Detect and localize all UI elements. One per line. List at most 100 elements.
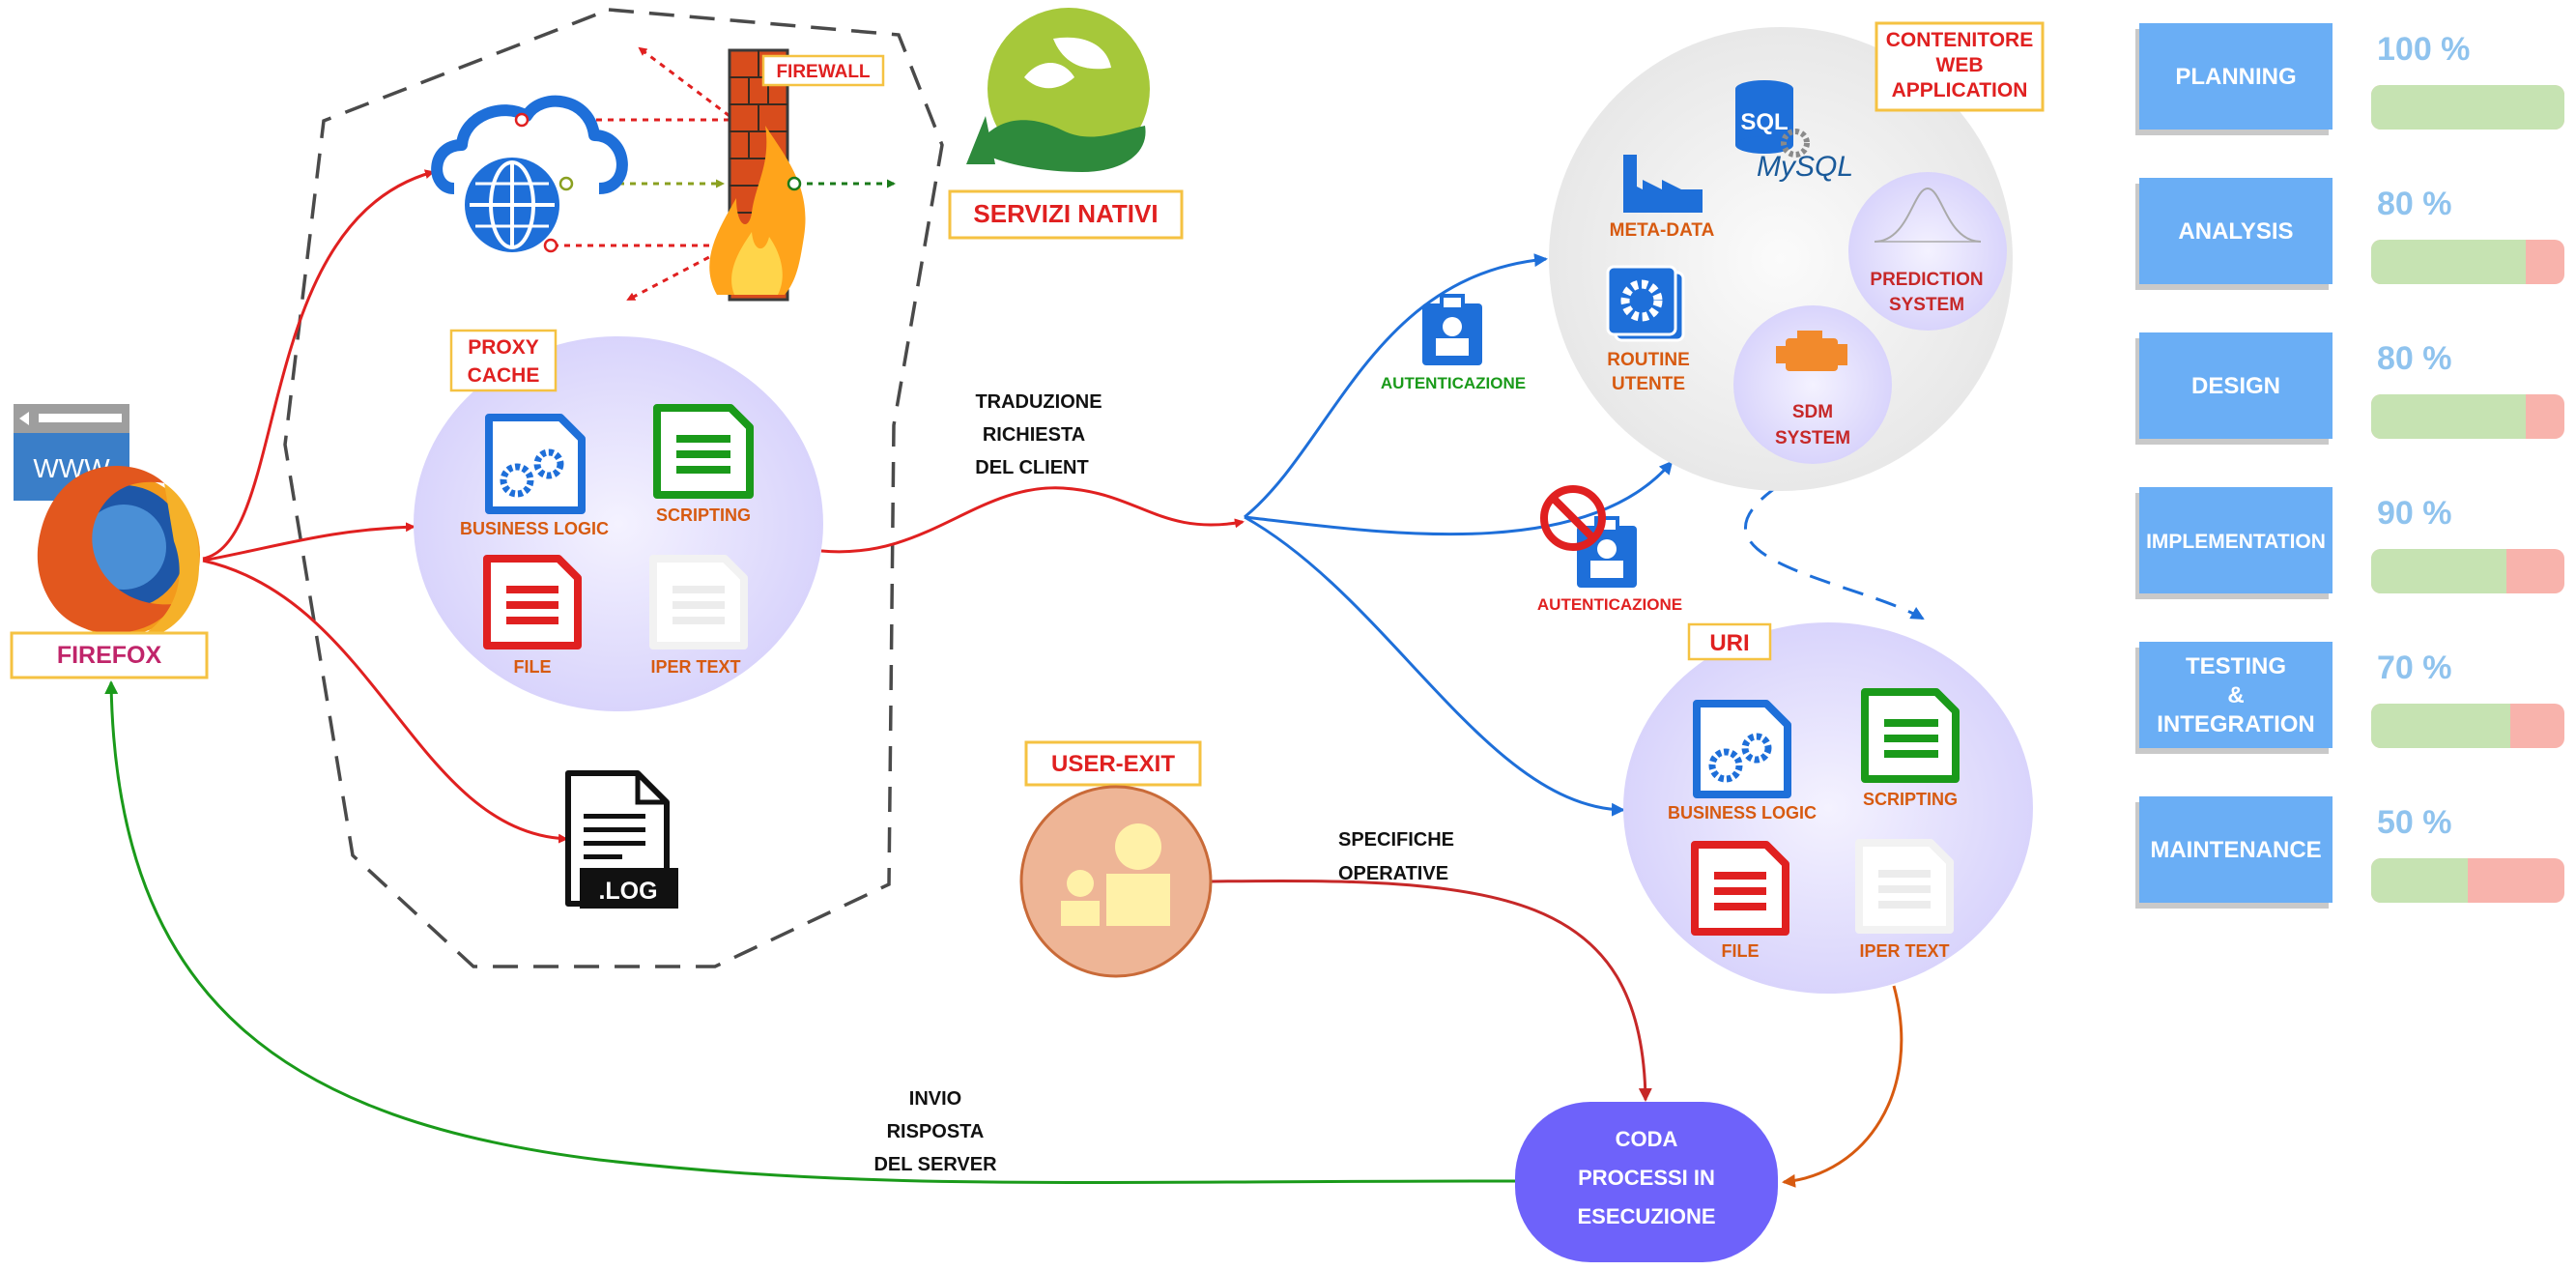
uri-file-icon (1691, 841, 1789, 936)
firefox-label-box (10, 631, 209, 679)
prediction-system-bubble (1848, 172, 2007, 331)
phase-name: INTEGRATION (2157, 711, 2315, 737)
dotted-arrow-red-lower (626, 245, 730, 302)
cloud-firewall-group: FIREWALL (431, 46, 896, 302)
queue-label-line1: CODA (1616, 1127, 1678, 1151)
dotted-arrow-red-upper (638, 46, 730, 118)
auth-denied-icon (1540, 485, 1637, 588)
flow-proxy-to-router (820, 486, 1245, 554)
prediction-label-line2: SYSTEM (1889, 295, 1964, 315)
flow-router-to-uri (1244, 515, 1625, 817)
phase-percent: 100 % (2377, 31, 2470, 68)
queue-label-line3: ESECUZIONE (1577, 1204, 1715, 1228)
firewall-label-box (761, 54, 885, 87)
uri-label: URI (1709, 630, 1749, 656)
phase-bar-fill (2371, 240, 2526, 284)
log-label: .LOG (598, 878, 657, 905)
flow-firefox-to-cloud (202, 169, 435, 561)
phase-box (2139, 487, 2333, 593)
sdm-label-line1: SDM (1792, 402, 1833, 422)
phase-percent: 80 % (2377, 340, 2452, 377)
proxy-label-line1: PROXY (468, 336, 539, 359)
metadata-label: META-DATA (1610, 220, 1715, 241)
native-services-label: SERVIZI NATIVI (973, 199, 1158, 228)
uri-item-hypertext: IPER TEXT (1859, 941, 1949, 961)
web-container-bubble (1549, 27, 2013, 491)
phase-box (2139, 178, 2333, 284)
response-label-line3: DEL SERVER (873, 1154, 997, 1175)
routine-label-line1: ROUTINE (1607, 350, 1690, 370)
flow-lines (104, 169, 1925, 1188)
flow-router-to-container (1244, 253, 1548, 519)
native-services-icon (966, 8, 1150, 172)
cloud-globe-icon (431, 95, 628, 258)
sdm-system-bubble (1733, 305, 1892, 464)
web-container-label-box (1875, 21, 2045, 112)
routine-label-line2: UTENTE (1612, 374, 1685, 394)
flow-firefox-to-proxy (202, 522, 415, 563)
phase-name: TESTING (2186, 653, 2286, 679)
uri-item-business-logic: BUSINESS LOGIC (1668, 803, 1817, 823)
engine-icon (1776, 331, 1847, 371)
phase-bar-fill (2371, 85, 2564, 130)
sdm-label-line2: SYSTEM (1775, 428, 1850, 448)
bell-curve-icon (1874, 187, 1982, 243)
queue-label-line2: PROCESSI IN (1578, 1166, 1715, 1190)
uri-scripting-icon (1861, 688, 1960, 783)
phase-box (2139, 332, 2333, 439)
proxy-item-scripting: SCRIPTING (656, 505, 751, 525)
web-container-label-line2: WEB (1936, 54, 1984, 76)
firefox-logo-icon (37, 466, 200, 640)
proxy-item-business-logic: BUSINESS LOGIC (460, 519, 609, 538)
web-container-label-line1: CONTENITORE (1886, 29, 2033, 51)
phase-name: ANALYSIS (2178, 218, 2293, 245)
phase-bar-fill (2371, 704, 2510, 748)
translation-label-line1: TRADUZIONE (975, 391, 1102, 413)
sql-database-icon (1735, 80, 1810, 158)
proxy-business-logic-icon (485, 414, 586, 514)
firewall-label: FIREWALL (776, 62, 870, 82)
uri-item-scripting: SCRIPTING (1863, 790, 1958, 809)
uri-hypertext-icon (1855, 839, 1954, 934)
native-services-label-box (948, 189, 1184, 240)
translation-label-line2: RICHIESTA (983, 424, 1085, 446)
sql-label: SQL (1740, 109, 1788, 135)
flow-container-to-uri (1744, 484, 1925, 621)
phase-bar-fill (2371, 549, 2506, 593)
log-file-icon (565, 770, 678, 909)
phase-box (2139, 23, 2333, 130)
phase-percent: 90 % (2377, 495, 2452, 532)
proxy-hypertext-icon (649, 555, 748, 649)
phase-box (2139, 796, 2333, 903)
metadata-factory-icon (1623, 155, 1703, 213)
specs-label-line2: OPERATIVE (1338, 863, 1448, 884)
proxy-item-file: FILE (514, 657, 552, 677)
flow-response-to-firefox (104, 680, 1518, 1184)
flow-router-denied (1244, 460, 1674, 536)
flow-firefox-to-log (202, 559, 568, 844)
flow-userexit-to-queue (1211, 879, 1652, 1102)
proxy-label-box (449, 329, 558, 392)
phase-percent: 70 % (2377, 649, 2452, 686)
dmz-boundary (283, 8, 944, 968)
user-exit-icon (1019, 785, 1213, 978)
user-exit-label-box (1024, 740, 1202, 787)
phase-name: IMPLEMENTATION (2146, 531, 2326, 553)
flow-uri-to-queue (1782, 985, 1903, 1188)
prediction-label-line1: PREDICTION (1870, 270, 1983, 290)
proxy-item-hypertext: IPER TEXT (650, 657, 740, 677)
phase-name: & (2227, 682, 2244, 708)
uri-label-box (1687, 622, 1772, 661)
translation-label-line3: DEL CLIENT (975, 457, 1088, 478)
phase-bar-fill (2371, 394, 2526, 439)
response-label-line2: RISPOSTA (887, 1121, 985, 1142)
uri-item-file: FILE (1722, 941, 1760, 961)
phase-name: MAINTENANCE (2150, 837, 2321, 863)
phase-bar-fill (2371, 858, 2468, 903)
response-label-line1: INVIO (909, 1088, 961, 1110)
auth-denied-label: AUTENTICAZIONE (1537, 595, 1682, 614)
